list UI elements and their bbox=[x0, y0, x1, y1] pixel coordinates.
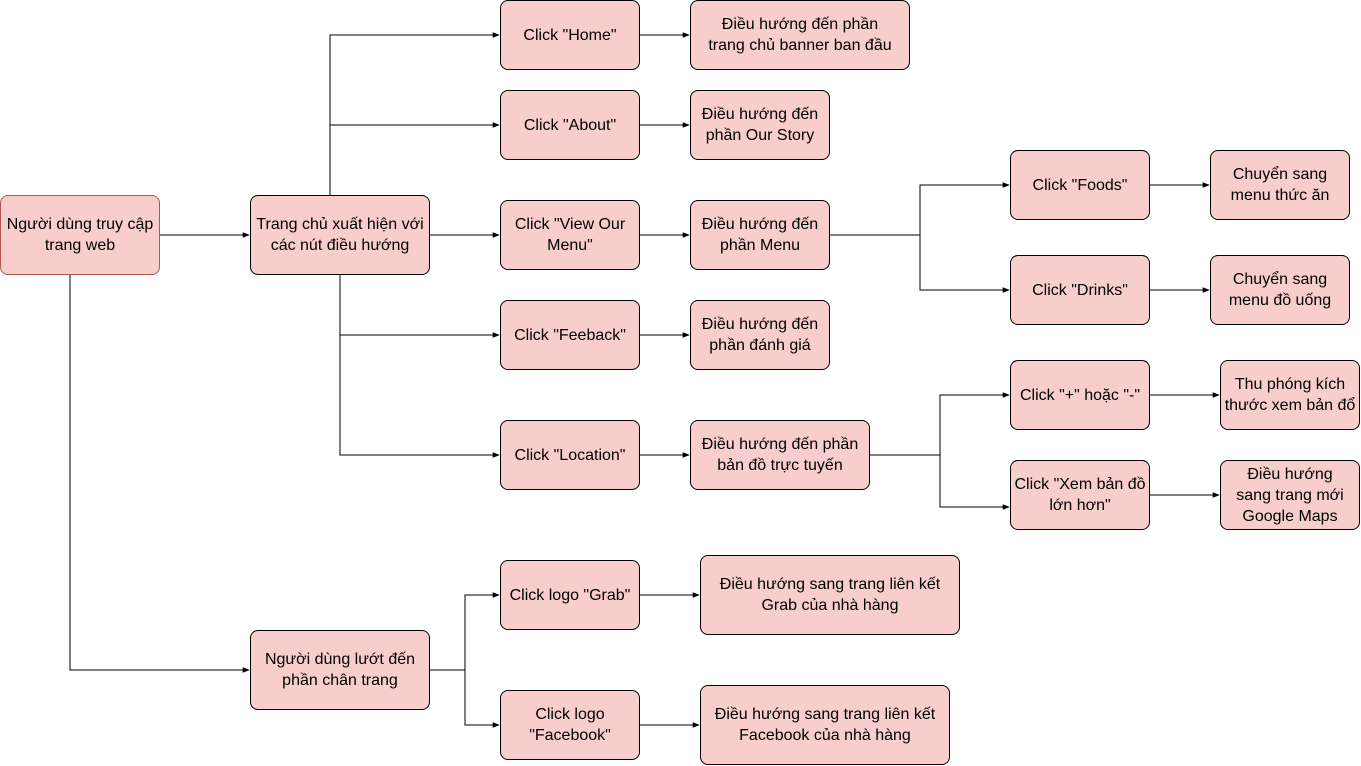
edge-homepage-to-home bbox=[329, 32, 500, 195]
node-click-feedback: Click "Feeback" bbox=[500, 300, 640, 370]
node-menu-result: Điều hướng đến phần Menu bbox=[690, 200, 830, 270]
node-home-result: Điều hướng đến phần trang chủ banner ban… bbox=[690, 0, 910, 70]
edge-menu-to-drinks bbox=[919, 235, 1010, 293]
node-feedback-result: Điều hướng đến phần đánh giá bbox=[690, 300, 830, 370]
node-grab-result: Điều hướng sang trang liên kết Grab của … bbox=[700, 555, 960, 635]
node-footer-scroll: Người dùng lướt đến phần chân trang bbox=[250, 630, 430, 710]
node-click-foods: Click "Foods" bbox=[1010, 150, 1150, 220]
node-click-location: Click "Location" bbox=[500, 420, 640, 490]
node-bigger-map-result: Điều hướng sang trang mới Google Maps bbox=[1220, 460, 1360, 530]
edge-footer-to-grab bbox=[430, 592, 500, 671]
node-facebook-result: Điều hướng sang trang liên kết Facebook … bbox=[700, 685, 950, 765]
node-click-drinks: Click "Drinks" bbox=[1010, 255, 1150, 325]
node-foods-result: Chuyển sang menu thức ăn bbox=[1210, 150, 1350, 220]
node-location-result: Điều hướng đến phần bản đồ trực tuyến bbox=[690, 420, 870, 490]
edge-location-to-zoom bbox=[870, 392, 1010, 456]
node-about-result: Điều hướng đến phần Our Story bbox=[690, 90, 830, 160]
node-click-home: Click "Home" bbox=[500, 0, 640, 70]
node-homepage-nav: Trang chủ xuất hiện với các nút điều hướ… bbox=[250, 195, 430, 275]
node-drinks-result: Chuyển sang menu đồ uống bbox=[1210, 255, 1350, 325]
node-zoom-result: Thu phóng kích thước xem bản đổ bbox=[1220, 360, 1360, 430]
edge-menu-to-foods bbox=[830, 182, 1010, 236]
edge-location-to-bigmap bbox=[939, 455, 1010, 510]
node-click-grab: Click logo "Grab" bbox=[500, 560, 640, 630]
node-click-about: Click "About" bbox=[500, 90, 640, 160]
node-user-access: Người dùng truy cập trang web bbox=[0, 195, 160, 275]
edge-footer-to-facebook bbox=[464, 670, 500, 728]
node-click-facebook: Click logo "Facebook" bbox=[500, 690, 640, 760]
node-click-view-menu: Click "View Our Menu" bbox=[500, 200, 640, 270]
node-click-bigger-map: Click "Xem bản đồ lớn hơn" bbox=[1010, 460, 1150, 530]
node-click-zoom: Click "+" hoặc "-" bbox=[1010, 360, 1150, 430]
edge-homepage-to-feedback bbox=[339, 275, 500, 458]
edge-access-to-footer bbox=[69, 275, 250, 673]
